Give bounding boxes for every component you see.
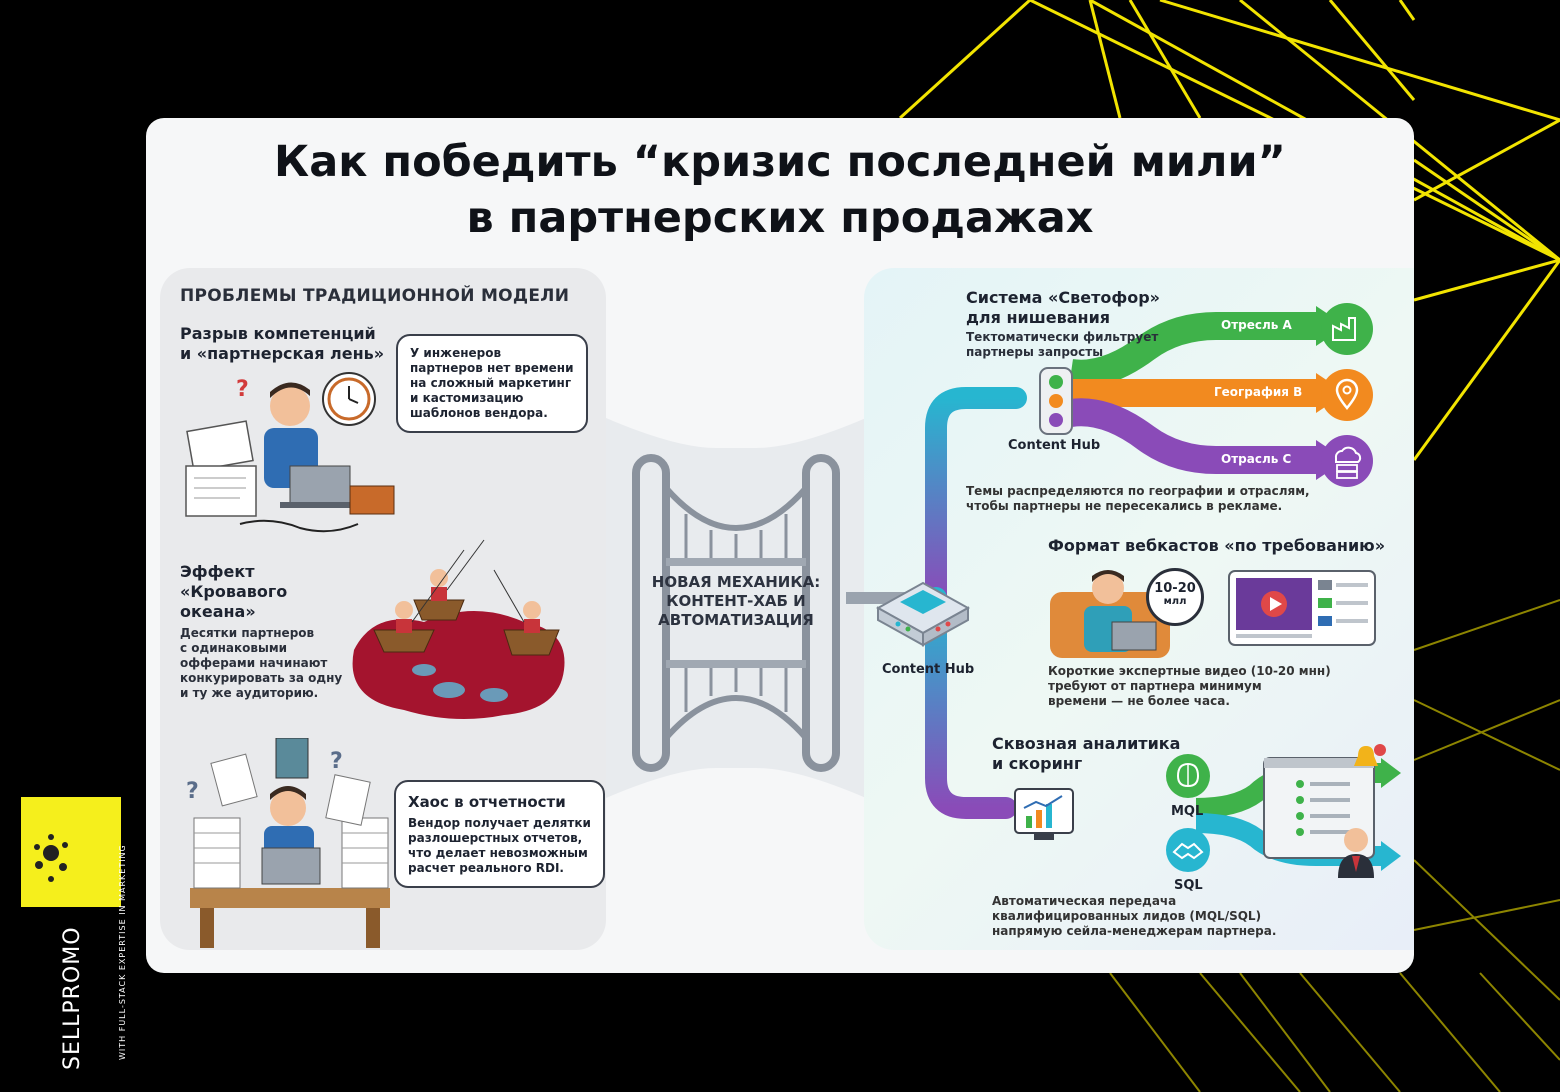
infographic-card: Как победить “кризис последней мили” в п… [146, 118, 1414, 973]
problems-panel: ПРОБЛЕМЫ ТРАДИЦИОННОЙ МОДЕЛИ Разрыв комп… [160, 268, 606, 950]
video-player-icon [1228, 570, 1376, 646]
analytics-chart-icon [1014, 788, 1074, 840]
webcast-viewer-illustration [1050, 570, 1170, 658]
sellpromo-logo-mark [21, 797, 121, 907]
branch-label-c: Отрасль С [1221, 452, 1292, 466]
page-title: Как победить “кризис последней мили” в п… [274, 137, 1286, 243]
analytics-text: Автоматическая передача квалифицированны… [992, 894, 1277, 938]
traffic-text: Тектоматически фильтрует партнеры запрос… [966, 330, 1159, 359]
bridge-illustration [606, 418, 866, 798]
problems-header: ПРОБЛЕМЫ ТРАДИЦИОННОЙ МОДЕЛИ [180, 286, 570, 306]
logo-dots-icon [34, 834, 68, 882]
content-hub-device-icon [875, 581, 971, 647]
ocean-text: Десятки партнеров с одинаковыми офферами… [180, 626, 343, 700]
analytics-title: Сквозная аналитика и скоринг [992, 734, 1181, 773]
traffic-light-icon [1039, 367, 1073, 435]
traffic-hub-label: Content Hub [1008, 438, 1101, 453]
gap-title: Разрыв компетенций и «партнерская лень» [180, 324, 385, 363]
overwhelmed-engineer-illustration: ? [185, 377, 395, 533]
chaos-speech-bubble: Хаос в отчетности Вендор получает делятк… [394, 780, 605, 888]
webcast-title: Формат вебкастов «по требованию» [1048, 536, 1386, 555]
brain-icon [1166, 754, 1210, 798]
blood-ocean-illustration [352, 539, 565, 719]
clock-icon [322, 372, 376, 426]
cloud-server-icon [1321, 435, 1373, 487]
handshake-icon [1166, 828, 1210, 872]
sql-label: SQL [1174, 878, 1203, 893]
duration-clock-icon: 10-20 млл [1146, 568, 1204, 626]
branch-label-a: Отресль А [1221, 318, 1292, 332]
svg-text:?: ? [330, 749, 343, 774]
branch-label-b: География В [1214, 385, 1303, 399]
logo-wordmark: SELLPROMO [60, 926, 85, 1070]
reporting-chaos-illustration: ? ? [186, 738, 390, 948]
ocean-title: Эффект «Кровавого океана» [180, 562, 288, 621]
webcast-text: Короткие экспертные видео (10-20 мнн) тр… [1048, 664, 1331, 708]
gap-speech-bubble: У инженеров партнеров нет времени на сло… [396, 334, 588, 433]
crm-dashboard-illustration [1263, 744, 1386, 878]
mql-label: MQL [1171, 804, 1204, 819]
bridge-label: НОВАЯ МЕХАНИКА: КОНТЕНТ-ХАБ И АВТОМАТИЗА… [651, 573, 821, 629]
svg-text:?: ? [186, 779, 199, 804]
traffic-title: Система «Светофор» для нишевания [966, 288, 1160, 327]
factory-icon [1321, 303, 1373, 355]
logo-tagline: WITH FULL-STACK EXPERTISE IN MARKETING [118, 844, 127, 1060]
center-hub-label: Content Hub [882, 662, 975, 677]
traffic-note: Темы распределяются по географии и отрас… [966, 484, 1310, 513]
svg-text:?: ? [236, 377, 249, 402]
location-pin-icon [1321, 369, 1373, 421]
